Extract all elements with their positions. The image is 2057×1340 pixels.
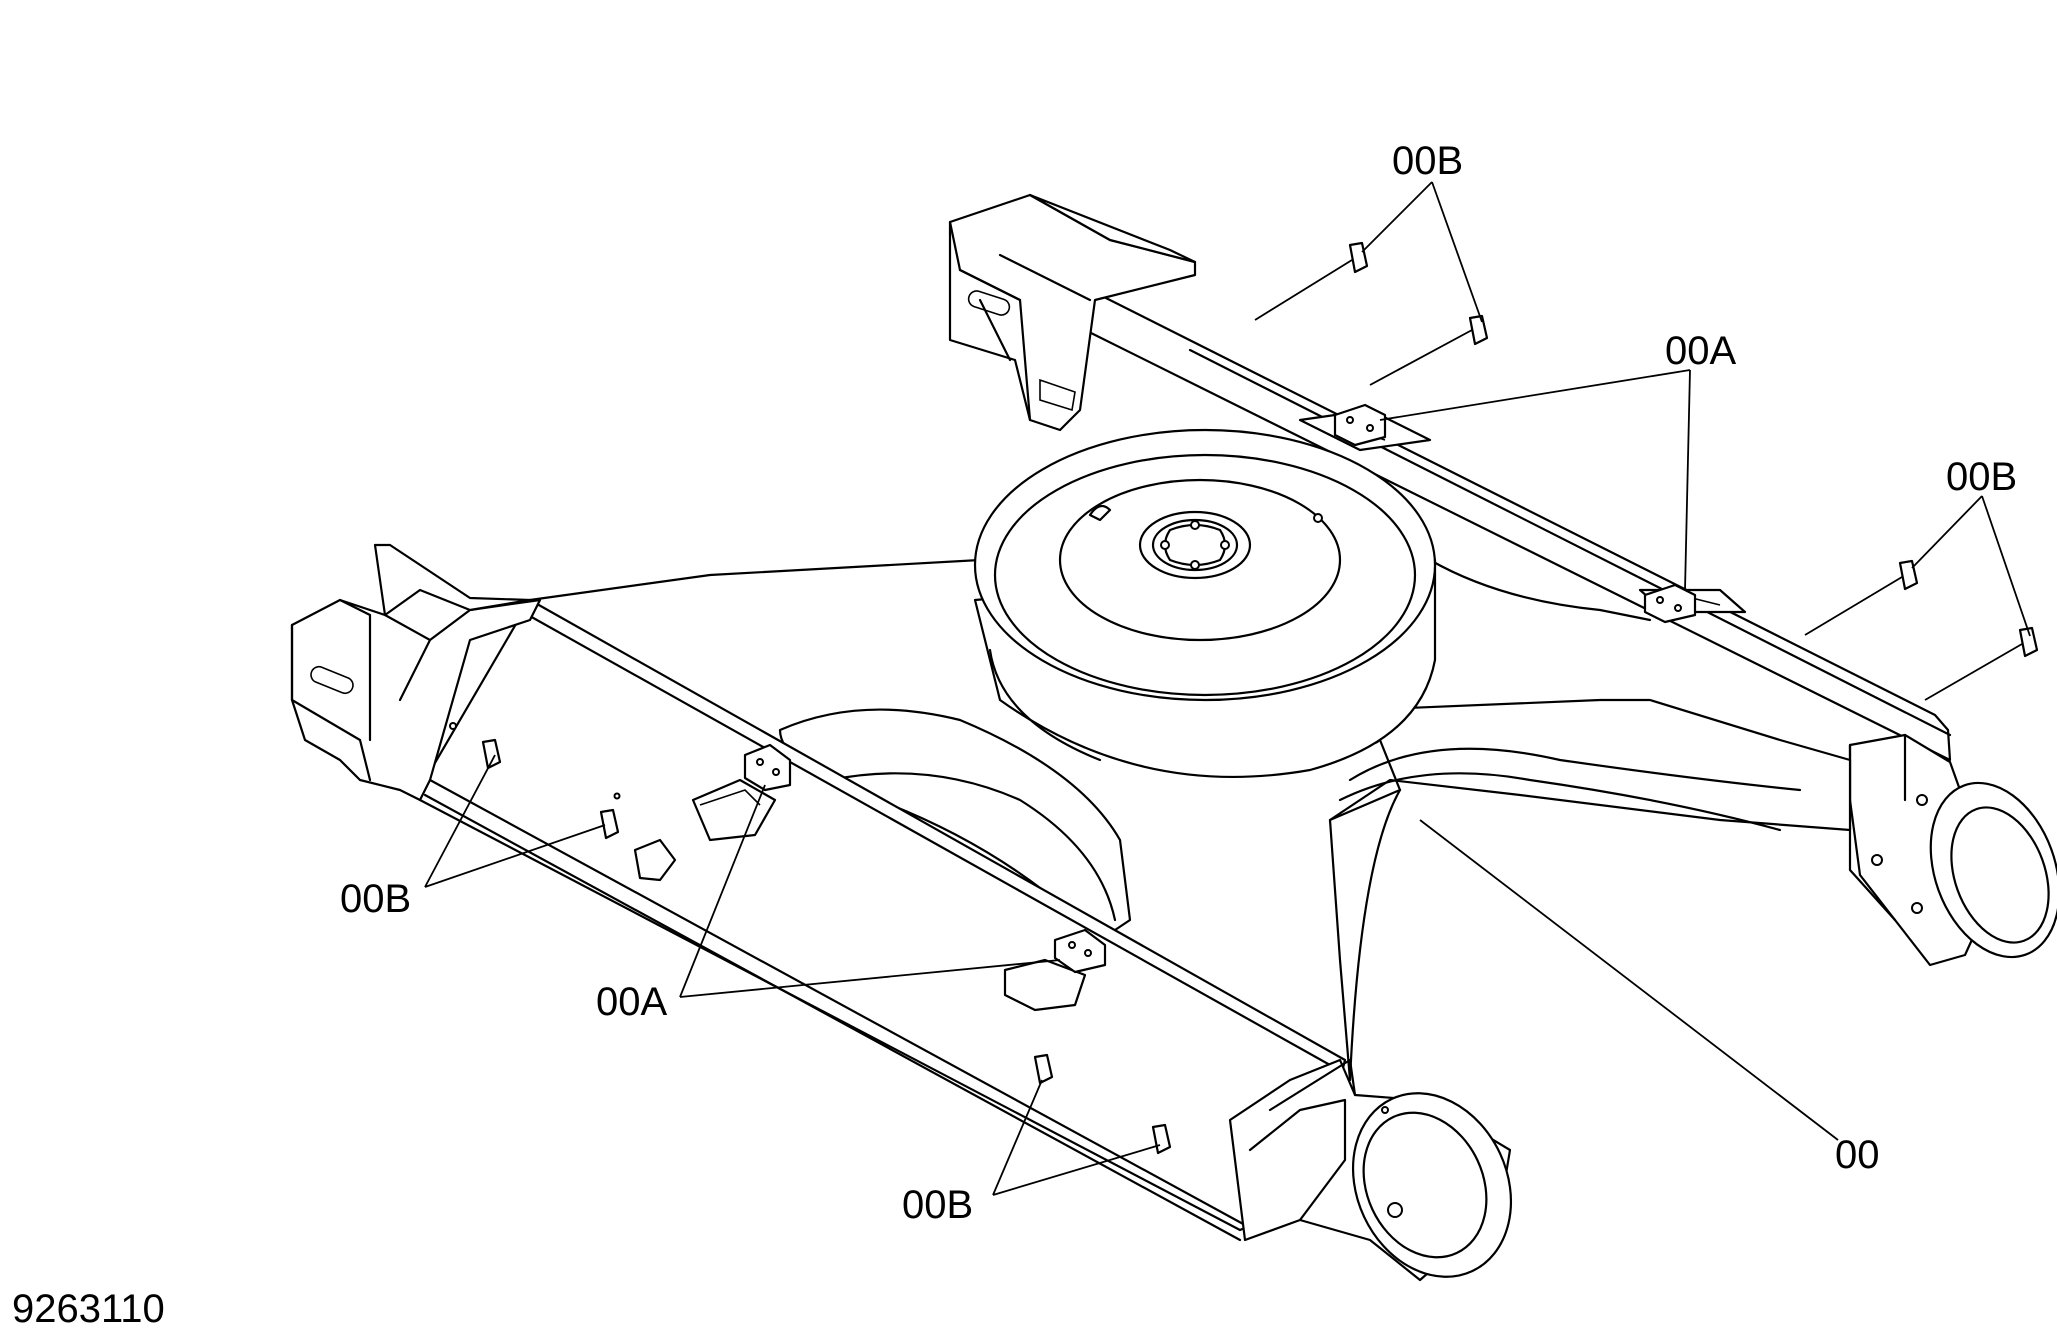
part-00b-block (599, 808, 620, 840)
part-00b-block (1033, 1053, 1054, 1085)
part-00b-block (481, 738, 502, 770)
part-00a-plate (1053, 928, 1107, 974)
callout-00b-right: 00B (1946, 455, 2017, 499)
part-00a-plates (743, 403, 1697, 974)
callout-00b-bottom: 00B (902, 1183, 973, 1227)
callouts: 00B 00A 00B 00B 00A 00 00B (340, 139, 2017, 1227)
rear-side-frame (948, 193, 2057, 967)
center-body (528, 448, 1852, 1082)
swing-bearing-mount (973, 428, 1437, 778)
callout-00a-bottom: 00A (596, 980, 667, 1024)
callout-00b-left: 00B (340, 877, 411, 921)
part-00a-plate (1643, 583, 1697, 624)
part-00b-block (1348, 241, 1369, 274)
callout-00-frame: 00 (1835, 1133, 1880, 1177)
part-00b-blocks (481, 241, 2039, 1155)
callout-00b-top: 00B (1392, 139, 1463, 183)
leader-lines (424, 181, 2031, 1196)
callout-00a-top: 00A (1665, 329, 1736, 373)
track-frame-drawing (290, 193, 2057, 1282)
front-side-frame (290, 543, 1513, 1282)
part-00b-block (1468, 314, 1489, 346)
drawing-number: 9263110 (12, 1287, 165, 1331)
part-00a-plate (1333, 403, 1387, 447)
part-00a-plate (743, 743, 792, 792)
